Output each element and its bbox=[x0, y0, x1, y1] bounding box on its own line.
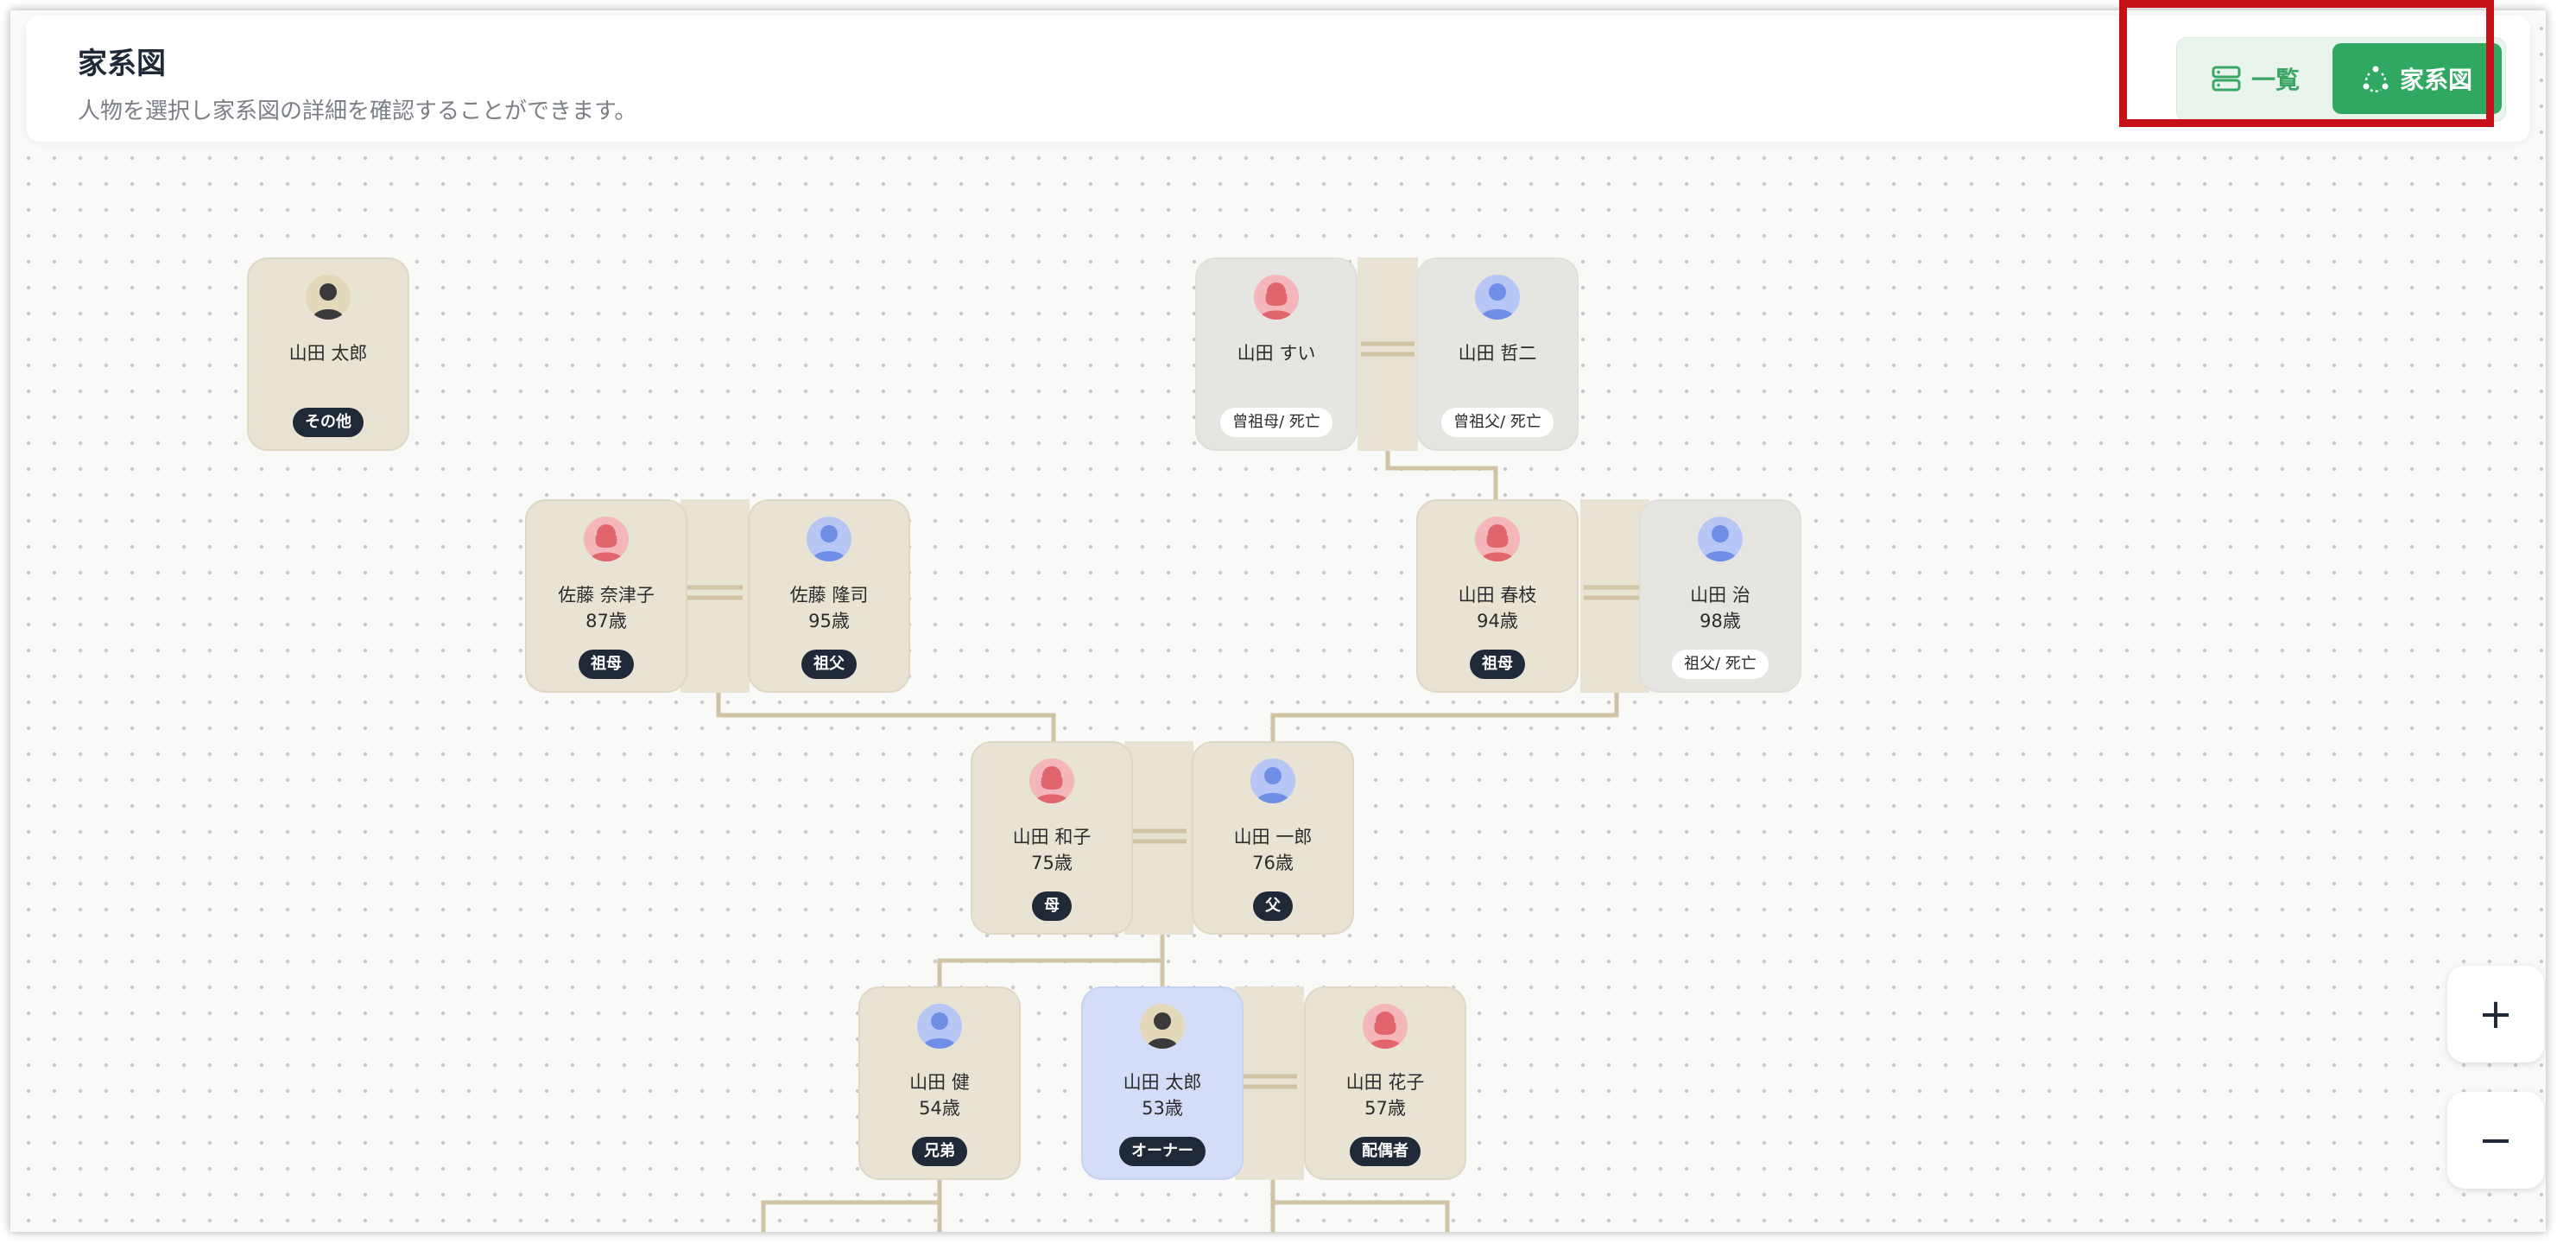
person-age: 75歳 bbox=[1031, 853, 1073, 873]
person-neutral-icon bbox=[313, 283, 344, 320]
zoom-in-button[interactable]: + bbox=[2447, 966, 2544, 1063]
person-card[interactable]: 山田 哲二 曾祖父/ 死亡 bbox=[1416, 257, 1579, 451]
marriage-line bbox=[1584, 585, 1642, 600]
person-name: 山田 治 bbox=[1690, 585, 1750, 606]
person-neutral-icon bbox=[1147, 1012, 1178, 1049]
relation-badge: 兄弟 bbox=[912, 1137, 967, 1166]
relation-badge: 父 bbox=[1253, 891, 1293, 921]
relation-badge: 曾祖母/ 死亡 bbox=[1220, 408, 1332, 437]
person-name: 山田 太郎 bbox=[1123, 1072, 1202, 1093]
person-card[interactable]: 山田 春枝 94歳 祖母 bbox=[1416, 499, 1579, 693]
marriage-line bbox=[1238, 1074, 1297, 1089]
person-name: 山田 太郎 bbox=[288, 343, 368, 364]
list-view-label: 一覧 bbox=[2250, 66, 2300, 94]
person-age: 76歳 bbox=[1252, 853, 1294, 873]
person-name: 山田 一郎 bbox=[1233, 827, 1313, 847]
relation-badge: 配偶者 bbox=[1350, 1137, 1421, 1166]
person-card[interactable]: 山田 すい 曾祖母/ 死亡 bbox=[1195, 257, 1358, 451]
avatar bbox=[1254, 275, 1299, 320]
person-card[interactable]: 山田 一郎 76歳 父 bbox=[1192, 741, 1354, 935]
person-name: 山田 哲二 bbox=[1458, 343, 1537, 364]
person-name: 山田 健 bbox=[909, 1072, 970, 1093]
avatar bbox=[807, 517, 851, 561]
relation-badge: 母 bbox=[1032, 891, 1072, 921]
highlight-box bbox=[2119, 0, 2494, 127]
relation-badge: その他 bbox=[293, 408, 364, 437]
person-name: 佐藤 奈津子 bbox=[558, 585, 655, 606]
avatar bbox=[917, 1004, 962, 1049]
connector-lines bbox=[680, 257, 1649, 1232]
page-header: 家系図 人物を選択し家系図の詳細を確認することができます。 一覧 家系図 bbox=[26, 16, 2530, 142]
avatar bbox=[1698, 517, 1743, 561]
avatar bbox=[1250, 758, 1295, 803]
descent-line bbox=[761, 1180, 942, 1232]
person-card[interactable]: 山田 花子 57歳 配偶者 bbox=[1304, 986, 1466, 1180]
relation-badge: 祖父 bbox=[801, 650, 857, 679]
person-name: 山田 すい bbox=[1237, 343, 1316, 364]
person-female-icon bbox=[1259, 282, 1294, 320]
person-male-icon bbox=[1256, 767, 1290, 803]
marriage-line bbox=[1361, 341, 1415, 357]
descent-line bbox=[716, 693, 1056, 741]
couple-band bbox=[1124, 741, 1193, 935]
person-male-icon bbox=[1703, 525, 1737, 561]
person-age: 53歳 bbox=[1142, 1098, 1183, 1119]
person-card[interactable]: 山田 和子 75歳 母 bbox=[971, 741, 1133, 935]
list-view-button[interactable]: 一覧 bbox=[2182, 43, 2329, 114]
person-female-icon bbox=[589, 524, 623, 561]
view-toggle: 一覧 家系図 bbox=[2176, 37, 2506, 122]
family-tree-canvas[interactable]: 山田 太郎 その他 山田 すい 曾祖母/ 死亡 山田 哲二 曾祖父/ 死亡 佐藤… bbox=[10, 10, 2546, 1232]
descent-line bbox=[1273, 1200, 1450, 1232]
person-card[interactable]: 山田 治 98歳 祖父/ 死亡 bbox=[1639, 499, 1801, 693]
descent-line bbox=[937, 935, 1165, 986]
relation-badge: 曾祖父/ 死亡 bbox=[1441, 408, 1554, 437]
person-card[interactable]: 佐藤 奈津子 87歳 祖母 bbox=[525, 499, 687, 693]
person-female-icon bbox=[1368, 1012, 1402, 1049]
relation-badge: オーナー bbox=[1119, 1137, 1206, 1166]
relation-badge: 祖母 bbox=[579, 650, 634, 679]
person-card[interactable]: 山田 健 54歳 兄弟 bbox=[858, 986, 1021, 1180]
person-card[interactable]: 山田 太郎 その他 bbox=[247, 257, 409, 451]
person-age: 54歳 bbox=[919, 1098, 960, 1119]
person-age: 94歳 bbox=[1477, 611, 1518, 631]
marriage-line bbox=[684, 585, 743, 600]
avatar bbox=[306, 275, 351, 320]
app-window: 山田 太郎 その他 山田 すい 曾祖母/ 死亡 山田 哲二 曾祖父/ 死亡 佐藤… bbox=[10, 10, 2546, 1232]
tree-view-button[interactable]: 家系図 bbox=[2332, 43, 2502, 114]
person-card-owner[interactable]: 山田 太郎 53歳 オーナー bbox=[1081, 986, 1244, 1180]
person-male-icon bbox=[812, 525, 846, 561]
person-male-icon bbox=[922, 1012, 957, 1049]
person-age: 87歳 bbox=[585, 611, 627, 631]
person-age: 98歳 bbox=[1699, 611, 1741, 631]
avatar bbox=[584, 517, 629, 561]
page-subtitle: 人物を選択し家系図の詳細を確認することができます。 bbox=[78, 98, 637, 124]
person-age: 95歳 bbox=[808, 611, 850, 631]
person-name: 山田 春枝 bbox=[1458, 585, 1537, 606]
person-age: 57歳 bbox=[1364, 1098, 1406, 1119]
avatar bbox=[1363, 1004, 1408, 1049]
avatar bbox=[1029, 758, 1074, 803]
avatar bbox=[1475, 517, 1520, 561]
person-name: 山田 和子 bbox=[1012, 827, 1092, 847]
person-name: 佐藤 隆司 bbox=[789, 585, 869, 606]
list-icon bbox=[2212, 66, 2241, 92]
person-female-icon bbox=[1035, 766, 1069, 803]
avatar bbox=[1140, 1004, 1185, 1049]
zoom-out-button[interactable]: − bbox=[2447, 1092, 2544, 1189]
person-card[interactable]: 佐藤 隆司 95歳 祖父 bbox=[748, 499, 910, 693]
descent-line bbox=[1385, 451, 1498, 499]
avatar bbox=[1475, 275, 1520, 320]
couple-band bbox=[1235, 986, 1304, 1180]
person-female-icon bbox=[1480, 524, 1515, 561]
person-male-icon bbox=[1480, 283, 1515, 320]
person-name: 山田 花子 bbox=[1345, 1072, 1425, 1093]
relation-badge: 祖父/ 死亡 bbox=[1672, 650, 1769, 679]
tree-view-label: 家系図 bbox=[2399, 66, 2472, 94]
descent-line bbox=[1270, 693, 1619, 741]
relation-badge: 祖母 bbox=[1470, 650, 1525, 679]
page-title: 家系図 bbox=[78, 47, 166, 81]
tree-icon bbox=[2363, 66, 2389, 92]
marriage-line bbox=[1128, 828, 1187, 844]
